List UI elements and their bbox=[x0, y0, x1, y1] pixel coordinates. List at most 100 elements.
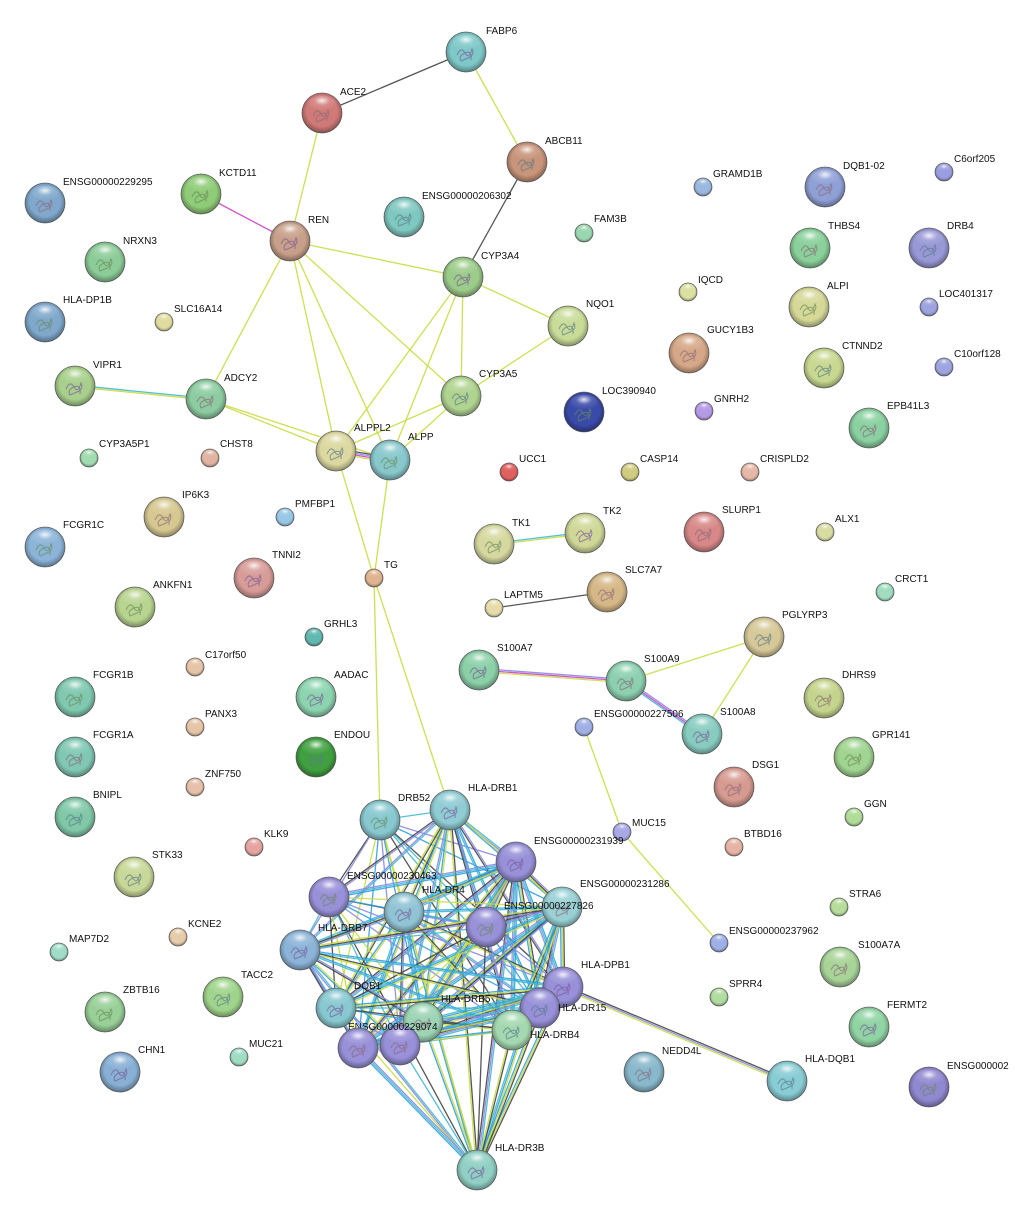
node-PANX3[interactable] bbox=[185, 717, 205, 737]
node-HLA-DQB1[interactable] bbox=[766, 1060, 808, 1102]
node-S100A7[interactable] bbox=[458, 649, 500, 691]
node-ENSG00000230463[interactable] bbox=[308, 876, 350, 918]
node-CRCT1[interactable] bbox=[875, 582, 895, 602]
node-HLA-DRB4[interactable] bbox=[491, 1009, 533, 1051]
node-ENSG00000228XXX[interactable] bbox=[337, 1027, 379, 1069]
node-AADAC[interactable] bbox=[295, 676, 337, 718]
node-ENSG00000227506[interactable] bbox=[574, 717, 594, 737]
node-ZNF750[interactable] bbox=[185, 777, 205, 797]
node-ALPP[interactable] bbox=[369, 439, 411, 481]
node-ENSG00000229074[interactable] bbox=[379, 1024, 421, 1066]
node-CHN1[interactable] bbox=[99, 1051, 141, 1093]
node-ENSG00000231939[interactable] bbox=[495, 841, 537, 883]
node-EPB41L3[interactable] bbox=[848, 407, 890, 449]
node-DRB52[interactable] bbox=[359, 799, 401, 841]
node-SLC16A14[interactable] bbox=[154, 312, 174, 332]
node-MUC21[interactable] bbox=[229, 1047, 249, 1067]
node-KCTD11[interactable] bbox=[180, 173, 222, 215]
node-FABP6[interactable] bbox=[445, 31, 487, 73]
node-CHST8[interactable] bbox=[200, 448, 220, 468]
node-DHRS9[interactable] bbox=[803, 677, 845, 719]
node-IP6K3[interactable] bbox=[143, 496, 185, 538]
node-FCGR1C[interactable] bbox=[24, 526, 66, 568]
node-CASP14[interactable] bbox=[620, 462, 640, 482]
node-GNRH2[interactable] bbox=[694, 401, 714, 421]
node-GRAMD1B[interactable] bbox=[693, 177, 713, 197]
node-IQCD[interactable] bbox=[678, 282, 698, 302]
node-ANKFN1[interactable] bbox=[114, 586, 156, 628]
node-CTNND2[interactable] bbox=[803, 347, 845, 389]
node-FERMT2[interactable] bbox=[848, 1006, 890, 1048]
node-THBS4[interactable] bbox=[789, 227, 831, 269]
node-TNNI2[interactable] bbox=[233, 557, 275, 599]
node-LOC401317[interactable] bbox=[919, 297, 939, 317]
node-BNIPL[interactable] bbox=[54, 796, 96, 838]
node-LOC390940[interactable] bbox=[563, 391, 605, 433]
node-GRHL3[interactable] bbox=[304, 627, 324, 647]
node-PMFBP1[interactable] bbox=[275, 507, 295, 527]
node-TK2[interactable] bbox=[564, 512, 606, 554]
node-REN[interactable] bbox=[269, 220, 311, 262]
node-MUC15[interactable] bbox=[612, 822, 632, 842]
node-ALX1[interactable] bbox=[815, 522, 835, 542]
node-FCGR1A[interactable] bbox=[54, 736, 96, 778]
node-ENSG00000227826[interactable] bbox=[465, 906, 507, 948]
node-HLA-DP1B[interactable] bbox=[24, 301, 66, 343]
node-HLA-DRB7[interactable] bbox=[279, 929, 321, 971]
node-ENSG00000206302[interactable] bbox=[383, 196, 425, 238]
node-UCC1[interactable] bbox=[499, 462, 519, 482]
node-VIPR1[interactable] bbox=[54, 365, 96, 407]
node-PGLYRP3[interactable] bbox=[743, 616, 785, 658]
node-TACC2[interactable] bbox=[202, 976, 244, 1018]
node-STK33[interactable] bbox=[113, 856, 155, 898]
node-STRA6[interactable] bbox=[829, 897, 849, 917]
node-KLK9[interactable] bbox=[244, 837, 264, 857]
node-HLA-DRB1[interactable] bbox=[429, 789, 471, 831]
node-LAPTM5[interactable] bbox=[484, 598, 504, 618]
node-SLURP1[interactable] bbox=[683, 511, 725, 553]
node-TK1[interactable] bbox=[473, 523, 515, 565]
node-FAM3B[interactable] bbox=[574, 223, 594, 243]
node-ENSG00000229295[interactable] bbox=[24, 182, 66, 224]
node-ENSG000002[interactable] bbox=[908, 1066, 950, 1108]
node-HLA-DR4[interactable] bbox=[383, 891, 425, 933]
node-S100A7A[interactable] bbox=[819, 946, 861, 988]
node-ABCB11[interactable] bbox=[506, 141, 548, 183]
node-HLA-DR3B[interactable] bbox=[456, 1149, 498, 1191]
node-FCGR1B[interactable] bbox=[54, 676, 96, 718]
node-BTBD16[interactable] bbox=[724, 837, 744, 857]
node-C10orf128[interactable] bbox=[934, 357, 954, 377]
node-NQO1[interactable] bbox=[547, 305, 589, 347]
node-CYP3A4[interactable] bbox=[442, 256, 484, 298]
node-DSG1[interactable] bbox=[713, 766, 755, 808]
node-GGN[interactable] bbox=[844, 807, 864, 827]
node-S100A8[interactable] bbox=[681, 713, 723, 755]
node-GUCY1B3[interactable] bbox=[668, 332, 710, 374]
node-NEDD4L[interactable] bbox=[623, 1051, 665, 1093]
node-ALPPL2[interactable] bbox=[315, 430, 357, 472]
node-SPRR4[interactable] bbox=[709, 987, 729, 1007]
node-DRB4[interactable] bbox=[908, 227, 950, 269]
node-MAP7D2[interactable] bbox=[49, 942, 69, 962]
node-ENDOU[interactable] bbox=[295, 736, 337, 778]
node-ZBTB16[interactable] bbox=[84, 991, 126, 1033]
node-ADCY2[interactable] bbox=[185, 378, 227, 420]
node-S100A9[interactable] bbox=[605, 660, 647, 702]
node-C6orf205[interactable] bbox=[934, 162, 954, 182]
node-ALPI[interactable] bbox=[788, 286, 830, 328]
node-C17orf50[interactable] bbox=[185, 657, 205, 677]
node-ACE2[interactable] bbox=[301, 92, 343, 134]
node-TG[interactable] bbox=[364, 568, 384, 588]
node-NRXN3[interactable] bbox=[84, 241, 126, 283]
node-CYP3A5P1[interactable] bbox=[79, 448, 99, 468]
node-HLA-DR15[interactable] bbox=[519, 987, 561, 1029]
node-CRISPLD2[interactable] bbox=[740, 462, 760, 482]
node-KCNE2[interactable] bbox=[168, 927, 188, 947]
node-SLC7A7[interactable] bbox=[586, 571, 628, 613]
node-DQB1[interactable] bbox=[315, 987, 357, 1029]
node-ENSG00000237962[interactable] bbox=[709, 933, 729, 953]
node-GPR141[interactable] bbox=[833, 736, 875, 778]
node-ENSG00000231286[interactable] bbox=[541, 886, 583, 928]
node-DQB1-02[interactable] bbox=[804, 166, 846, 208]
node-CYP3A5[interactable] bbox=[440, 375, 482, 417]
